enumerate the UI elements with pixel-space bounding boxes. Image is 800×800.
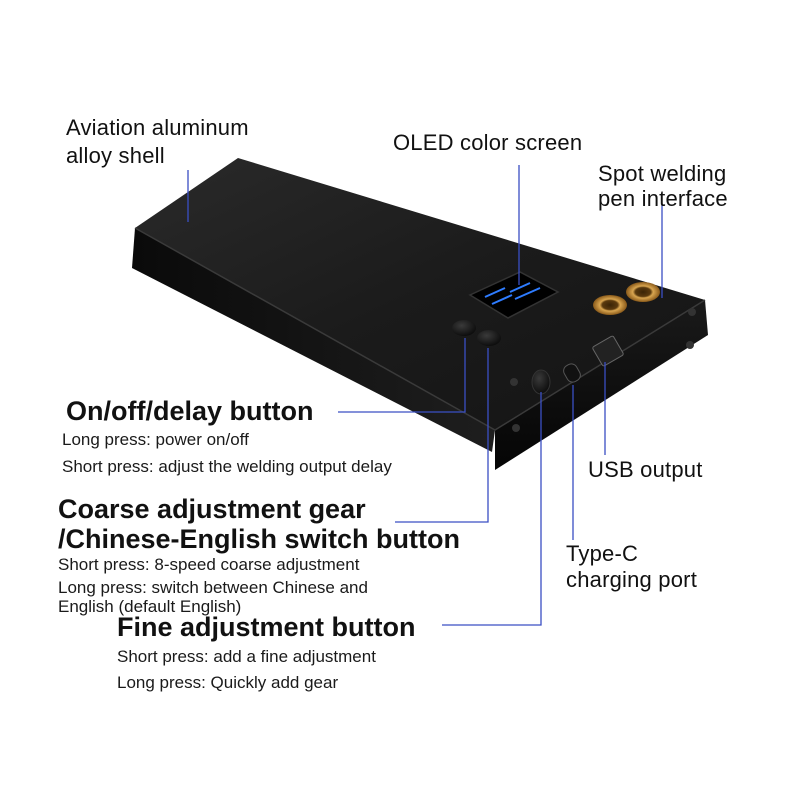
onoff-title: On/off/delay button xyxy=(66,396,314,426)
typec-label: Type-C charging port xyxy=(566,541,698,592)
oled-screen xyxy=(468,271,560,319)
coarse-title-1: Coarse adjustment gear xyxy=(58,494,366,524)
pen-socket-right xyxy=(626,282,660,302)
coarse-desc-1: Short press: 8-speed coarse adjustment xyxy=(58,555,360,574)
usb-output-label: USB output xyxy=(588,457,703,482)
pen-socket-left xyxy=(593,295,627,315)
oled-label: OLED color screen xyxy=(393,130,583,155)
device-front-face xyxy=(495,300,708,470)
coarse-adjustment-button[interactable] xyxy=(452,320,476,336)
device-side-face xyxy=(132,228,495,452)
device-top-face xyxy=(135,158,705,430)
shell-label: Aviation aluminum alloy shell xyxy=(66,115,249,168)
usb-port xyxy=(592,335,624,367)
onoff-desc-1: Long press: power on/off xyxy=(62,430,249,449)
onoff-delay-button[interactable] xyxy=(531,369,551,395)
pen-interface-label: Spot welding pen interface xyxy=(598,161,728,211)
coarse-title-2: /Chinese-English switch button xyxy=(58,524,461,554)
leader-lines xyxy=(187,165,663,626)
coarse-desc-2: Long press: switch between Chinese and xyxy=(58,578,368,597)
fine-title: Fine adjustment button xyxy=(117,612,416,642)
fine-desc-1: Short press: add a fine adjustment xyxy=(117,647,376,666)
fine-desc-2: Long press: Quickly add gear xyxy=(117,673,339,692)
typec-port xyxy=(563,363,581,383)
onoff-desc-2: Short press: adjust the welding output d… xyxy=(62,457,392,476)
coarse-desc-3: English (default English) xyxy=(58,597,242,616)
fine-adjustment-button[interactable] xyxy=(477,330,501,346)
